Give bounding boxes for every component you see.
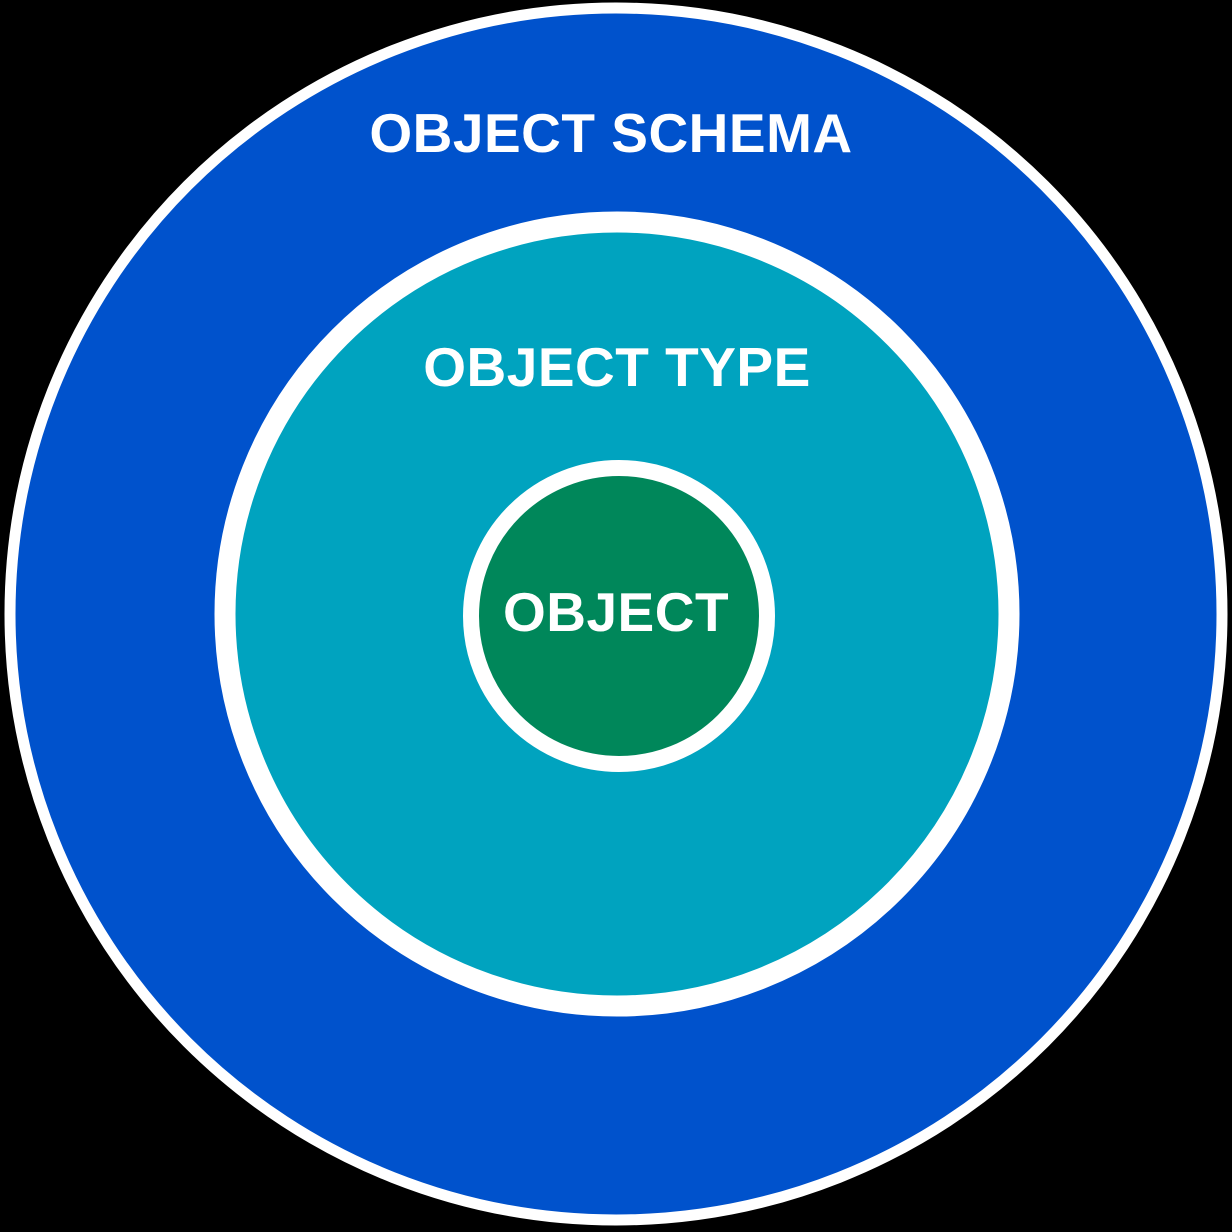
- object-schema-label: OBJECT SCHEMA: [369, 102, 852, 164]
- object-circle: [463, 460, 775, 772]
- object-type-label: OBJECT TYPE: [423, 336, 811, 398]
- object-label: OBJECT: [503, 581, 729, 643]
